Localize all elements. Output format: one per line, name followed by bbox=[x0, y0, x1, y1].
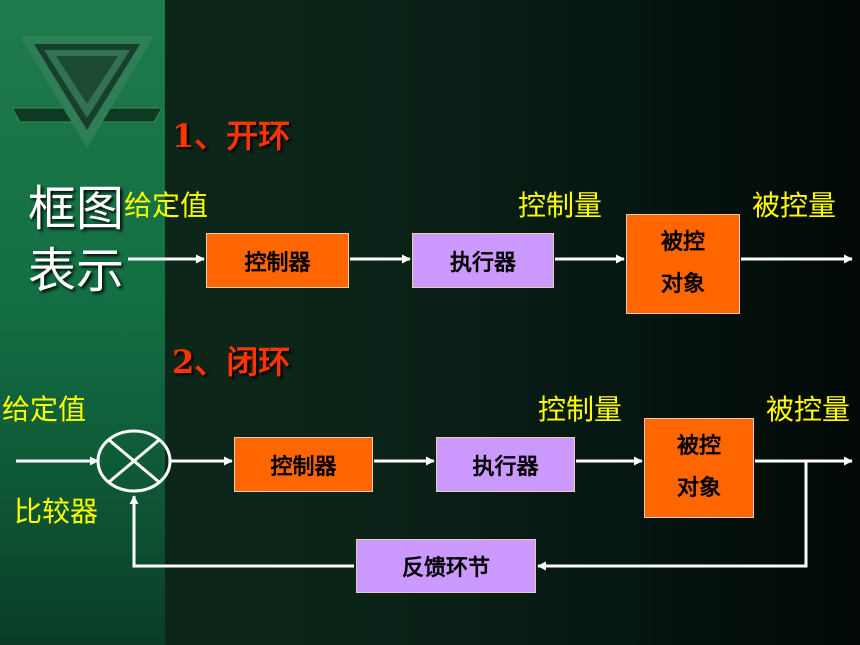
triangle-emblem-icon bbox=[12, 36, 162, 148]
closed-loop-plant-label-line-2: 对象 bbox=[676, 476, 721, 501]
closed-loop-actuator-box: 执行器 bbox=[436, 437, 575, 492]
feedback-box: 反馈环节 bbox=[356, 539, 536, 593]
feedback-return-line bbox=[537, 461, 808, 571]
open-loop-plant-label-line-1: 被控 bbox=[660, 230, 705, 255]
closed-loop-input-label: 给定值 bbox=[2, 393, 87, 426]
open-loop-control-quantity-label: 控制量 bbox=[518, 189, 603, 222]
comparator-circle-icon bbox=[96, 429, 172, 493]
open-loop-input-label: 给定值 bbox=[124, 189, 209, 222]
closed-loop-controller-box: 控制器 bbox=[234, 437, 373, 492]
open-loop-actuator-box: 执行器 bbox=[412, 233, 554, 288]
closed-loop-heading: 2、闭环 bbox=[172, 343, 291, 381]
open-loop-plant-box: 被控 对象 bbox=[626, 214, 740, 314]
open-loop-plant-label-line-2: 对象 bbox=[660, 272, 705, 297]
open-loop-output-label: 被控量 bbox=[752, 189, 837, 222]
closed-loop-controller-label: 控制器 bbox=[270, 454, 337, 480]
comparator-label: 比较器 bbox=[14, 495, 99, 528]
open-loop-controller-box: 控制器 bbox=[206, 233, 349, 288]
closed-loop-plant-box: 被控 对象 bbox=[644, 418, 754, 518]
closed-loop-plant-label-line-1: 被控 bbox=[676, 434, 721, 459]
open-loop-heading: 1、开环 bbox=[172, 117, 291, 155]
open-loop-controller-label: 控制器 bbox=[244, 250, 311, 276]
closed-loop-actuator-label: 执行器 bbox=[472, 454, 539, 480]
title-line-2: 表示 bbox=[28, 243, 125, 299]
feedback-label: 反馈环节 bbox=[401, 556, 490, 581]
open-loop-actuator-label: 执行器 bbox=[449, 250, 516, 276]
closed-loop-output-label: 被控量 bbox=[766, 393, 851, 426]
title-line-1: 框图 bbox=[28, 181, 125, 237]
feedback-to-comparator-line bbox=[129, 495, 354, 568]
closed-loop-control-quantity-label: 控制量 bbox=[538, 393, 623, 426]
